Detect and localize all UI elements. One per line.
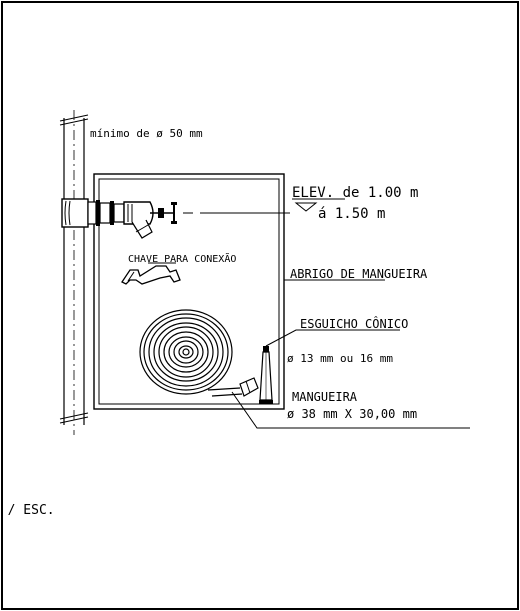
hose-label: MANGUEIRA <box>292 390 358 404</box>
nozzle-dimension-label: ø 13 mm ou 16 mm <box>287 352 393 365</box>
leader-lines <box>148 198 470 429</box>
supply-pipe <box>59 110 89 435</box>
valve-assembly <box>61 198 290 239</box>
wrench-icon <box>121 265 181 285</box>
cabinet-label: ABRIGO DE MANGUEIRA <box>290 267 428 281</box>
elevation-label-line1: ELEV. de 1.00 m <box>292 185 418 201</box>
elevation-label-line2: á 1.50 m <box>318 206 385 222</box>
scale-label: S / ESC. <box>0 503 55 518</box>
conical-nozzle-icon <box>259 346 273 404</box>
hose-dimension-label: ø 38 mm X 30,00 mm <box>287 407 417 421</box>
wrench-label: CHAVE PARA CONEXÃO <box>128 252 236 265</box>
pipe-min-label: mínimo de ø 50 mm <box>90 127 203 140</box>
coiled-hose <box>139 309 259 397</box>
nozzle-label: ESGUICHO CÔNICO <box>300 316 408 331</box>
